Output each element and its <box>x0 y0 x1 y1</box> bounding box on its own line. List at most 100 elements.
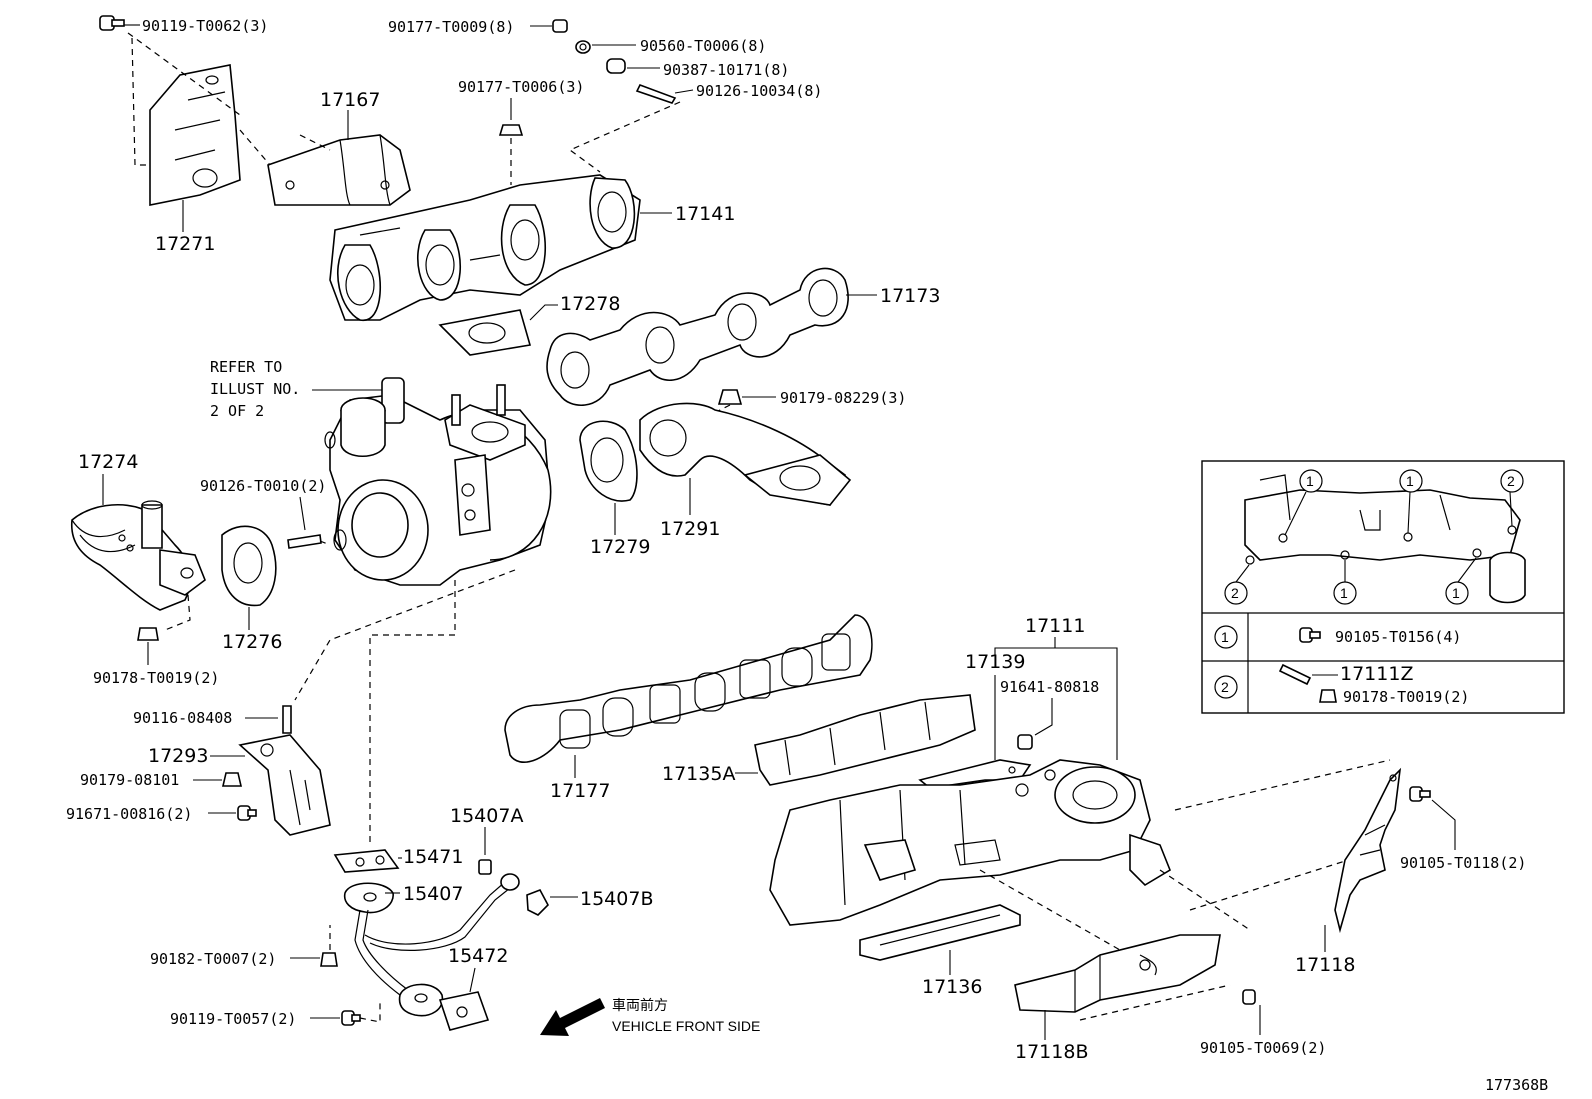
exhaust-manifold-17141 <box>329 174 641 321</box>
hose-17274 <box>71 500 206 611</box>
inset-callout-a: 1 <box>1299 469 1323 493</box>
label-17279: 17279 <box>590 536 650 558</box>
gasket-17173 <box>546 267 849 407</box>
nut-90178-T0019 <box>137 627 159 641</box>
label-90182-T0007: 90182-T0007(2) <box>150 950 276 968</box>
label-90119-T0062: 90119-T0062(3) <box>142 17 268 35</box>
svg-text:1: 1 <box>1406 473 1414 489</box>
washer-90560-T0006 <box>575 40 591 54</box>
inset-row-1-key: 1 <box>1221 629 1229 645</box>
svg-text:1: 1 <box>1306 473 1314 489</box>
vehicle-front-jp: 車両前方 <box>612 997 668 1013</box>
svg-text:1: 1 <box>1452 585 1460 601</box>
vehicle-front-en: VEHICLE FRONT SIDE <box>612 1018 760 1034</box>
inset-callout-b: 1 <box>1399 469 1423 493</box>
label-90560-T0006: 90560-T0006(8) <box>640 37 766 55</box>
label-91641-80818: 91641-80818 <box>1000 678 1099 696</box>
bracket-17118 <box>1334 767 1402 934</box>
label-17291: 17291 <box>660 518 720 540</box>
bolt-15407A <box>478 859 492 875</box>
inset-detail-box <box>1201 460 1565 714</box>
inset-callout-f: 1 <box>1445 581 1469 605</box>
refer-text-line2: ILLUST NO. <box>210 380 300 398</box>
gasket-17278 <box>438 309 532 356</box>
label-91671-00816: 91671-00816(2) <box>66 805 192 823</box>
bracket-17293 <box>238 734 331 836</box>
bracket-17118B <box>1014 934 1221 1013</box>
label-90126-T0010: 90126-T0010(2) <box>200 477 326 495</box>
inset-callout-e: 1 <box>1333 581 1357 605</box>
label-90179-08101: 90179-08101 <box>80 771 179 789</box>
heat-shield-17135A <box>754 694 976 786</box>
label-15471: 15471 <box>403 846 463 868</box>
heat-insulator-17271 <box>149 64 241 206</box>
vehicle-front-arrow-icon <box>540 998 605 1036</box>
label-90179-08229: 90179-08229(3) <box>780 389 906 407</box>
label-15407B: 15407B <box>580 888 653 910</box>
label-17276: 17276 <box>222 631 282 653</box>
label-15407: 15407 <box>403 883 463 905</box>
label-17111: 17111 <box>1025 615 1085 637</box>
stud-17111Z-icon <box>1278 663 1312 686</box>
gasket-15471 <box>333 849 400 873</box>
nut-90179-08229 <box>717 389 743 405</box>
label-90105-T0118: 90105-T0118(2) <box>1400 854 1526 872</box>
label-90119-T0057: 90119-T0057(2) <box>170 1010 296 1028</box>
svg-text:1: 1 <box>1340 585 1348 601</box>
label-17274: 17274 <box>78 451 138 473</box>
label-90177-T0006: 90177-T0006(3) <box>458 78 584 96</box>
stud-90126-10034 <box>635 84 677 104</box>
label-17118B: 17118B <box>1015 1041 1088 1063</box>
label-17293: 17293 <box>148 745 208 767</box>
refer-text-line3: 2 OF 2 <box>210 402 264 420</box>
label-17136: 17136 <box>922 976 982 998</box>
label-90178-T0019: 90178-T0019(2) <box>93 669 219 687</box>
bolt-90119-T0062 <box>99 15 125 31</box>
collar-90387-10171 <box>606 58 626 74</box>
inset-row-2-key: 2 <box>1221 679 1229 695</box>
nut-90178-T0019-icon <box>1319 689 1337 703</box>
refer-text-line1: REFER TO <box>210 358 282 376</box>
bolt-90119-T0057 <box>341 1010 361 1026</box>
inset-callout-d: 2 <box>1224 581 1248 605</box>
cover-17136 <box>859 904 1021 961</box>
union-15407B <box>526 888 549 916</box>
nut-90182-T0007 <box>320 952 338 967</box>
label-17173: 17173 <box>880 285 940 307</box>
inset-part-17111Z: 17111Z <box>1340 663 1413 685</box>
illustration-number: 177368B <box>1485 1076 1548 1094</box>
bolt-91641-80818 <box>1017 734 1033 750</box>
oil-pipe-15407 <box>343 873 520 996</box>
label-15407A: 15407A <box>450 805 523 827</box>
bolt-90105-T0118 <box>1409 786 1431 802</box>
label-17271: 17271 <box>155 233 215 255</box>
label-90387-10171: 90387-10171(8) <box>663 61 789 79</box>
svg-text:2: 2 <box>1231 585 1239 601</box>
flange-15407 <box>398 983 444 1017</box>
gasket-15472 <box>438 991 490 1031</box>
label-17278: 17278 <box>560 293 620 315</box>
nut-90177-T0009 <box>552 19 568 33</box>
label-90126-10034: 90126-10034(8) <box>696 82 822 100</box>
gasket-17177 <box>504 614 873 764</box>
nut-90179-08101 <box>221 772 243 787</box>
inset-row-2: 2 17111Z 90178-T0019(2) <box>1214 663 1469 706</box>
nut-90177-T0006 <box>498 124 524 136</box>
gasket-17279 <box>579 420 638 502</box>
bolt-91671-00816 <box>237 805 257 821</box>
label-15472: 15472 <box>448 945 508 967</box>
inset-row-1: 1 90105-T0156(4) <box>1214 625 1461 649</box>
inset-part-90105-T0156: 90105-T0156(4) <box>1335 628 1461 646</box>
label-90116-08408: 90116-08408 <box>133 709 232 727</box>
label-90177-T0009: 90177-T0009(8) <box>388 18 514 36</box>
gasket-17276 <box>221 525 277 607</box>
svg-text:2: 2 <box>1507 473 1515 489</box>
intake-manifold-17111 <box>769 759 1171 926</box>
inset-callout-c: 2 <box>1500 469 1524 493</box>
label-17177: 17177 <box>550 780 610 802</box>
heat-insulator-17167 <box>267 134 411 206</box>
label-17167: 17167 <box>320 89 380 111</box>
label-90105-T0069: 90105-T0069(2) <box>1200 1039 1326 1057</box>
label-17139: 17139 <box>965 651 1025 673</box>
